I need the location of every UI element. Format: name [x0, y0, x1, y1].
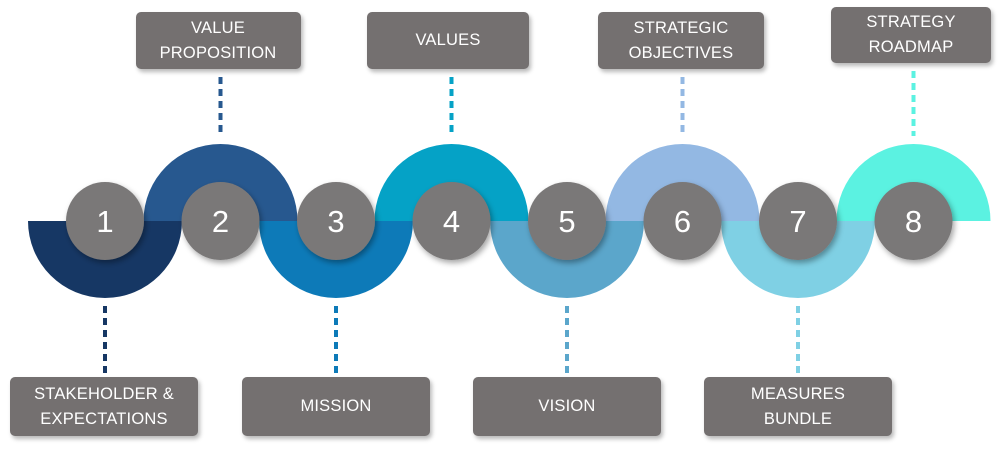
- step-label-box-7: MEASURES BUNDLE: [704, 377, 892, 436]
- step-label-line: STRATEGY: [866, 13, 956, 31]
- step-label-line: ROADMAP: [868, 38, 954, 56]
- step-number: 4: [443, 204, 460, 239]
- step-circle-6: 6: [643, 182, 722, 260]
- step-label-line: MEASURES: [750, 384, 846, 403]
- step-label-line: BUNDLE: [763, 409, 833, 428]
- step-number: 2: [212, 204, 229, 239]
- step-label-box-4: VALUES: [367, 12, 529, 69]
- step-label-box-8: STRATEGY ROADMAP: [831, 7, 991, 63]
- step-label-line: MISSION: [300, 397, 372, 415]
- step-circle-7: 7: [759, 182, 837, 260]
- step-label-line: VISION: [538, 397, 596, 415]
- step-number: 8: [905, 204, 922, 239]
- step-number: 1: [96, 204, 113, 239]
- wave-arcs: [28, 144, 991, 298]
- step-label-line: VALUES: [415, 31, 481, 49]
- step-label-line: STRATEGIC: [633, 18, 729, 37]
- step-label-box-5: VISION: [473, 377, 661, 436]
- step-label-line: OBJECTIVES: [628, 43, 734, 62]
- step-circle-8: 8: [874, 182, 953, 260]
- dashed-connectors: [103, 71, 916, 373]
- step-label-line: PROPOSITION: [159, 43, 277, 62]
- step-label-box-2: VALUE PROPOSITION: [135, 12, 301, 69]
- step-label-line: STAKEHOLDER &: [34, 384, 174, 403]
- step-label-box-1: STAKEHOLDER & EXPECTATIONS: [10, 377, 198, 436]
- step-label-box-3: MISSION: [242, 377, 430, 436]
- step-number: 3: [327, 204, 344, 239]
- step-label-box-6: STRATEGIC OBJECTIVES: [598, 12, 764, 69]
- step-label-line: EXPECTATIONS: [40, 409, 168, 428]
- step-number: 7: [789, 204, 806, 239]
- step-circle-2: 2: [181, 182, 260, 260]
- step-circle-4: 4: [412, 182, 491, 260]
- step-circle-1: 1: [66, 182, 144, 260]
- step-circle-3: 3: [297, 182, 375, 260]
- step-number: 5: [558, 204, 575, 239]
- step-circle-5: 5: [528, 182, 606, 260]
- step-number: 6: [674, 204, 691, 239]
- step-circles: 1 2 3 4 5 6 7 8: [66, 182, 953, 260]
- step-label-line: VALUE: [191, 18, 245, 37]
